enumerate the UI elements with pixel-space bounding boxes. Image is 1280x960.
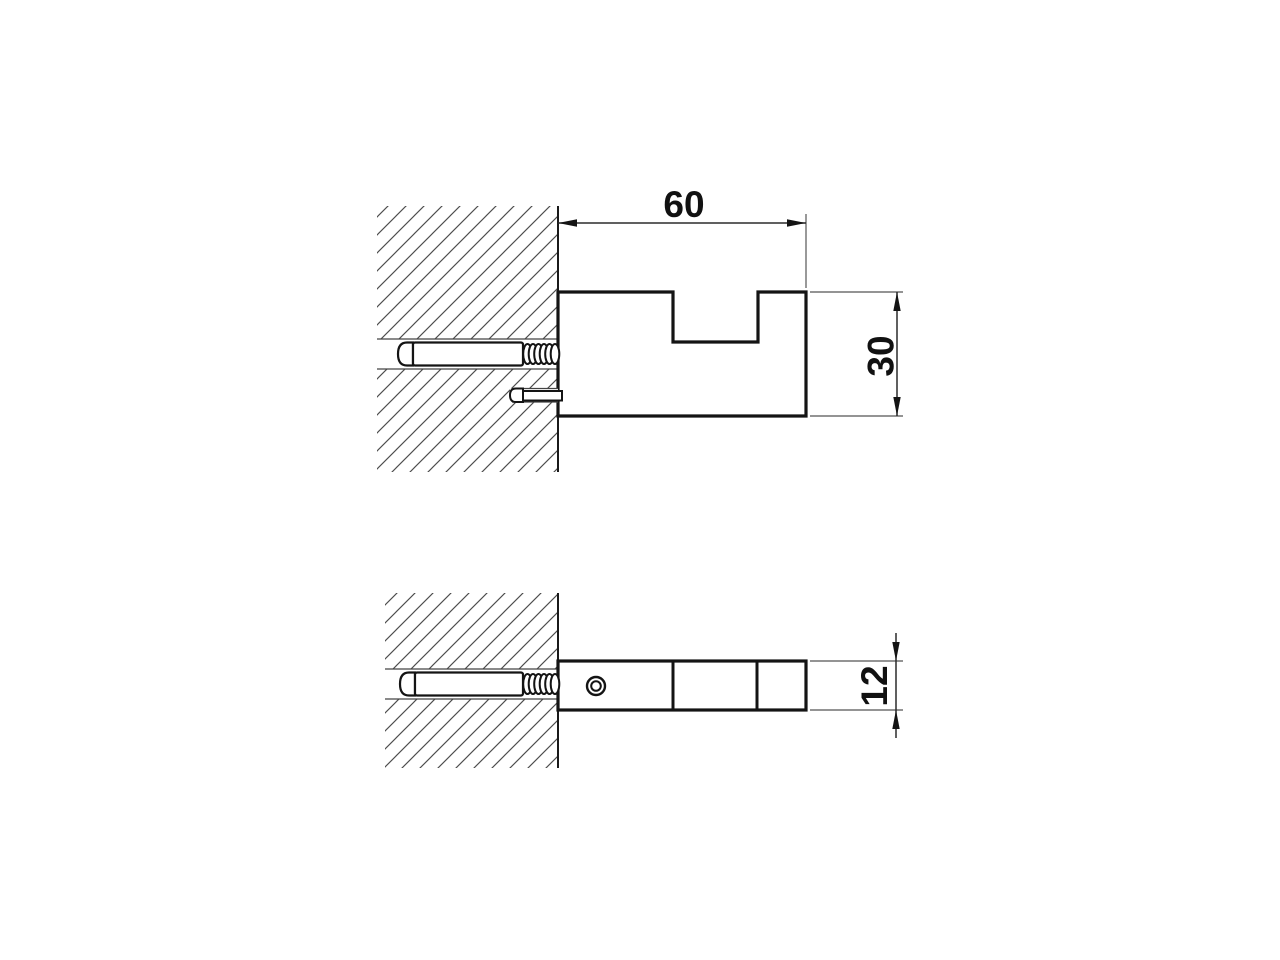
dimension-label-depth: 12: [854, 665, 895, 706]
wall-anchor: [396, 341, 561, 367]
side-section-view: 60 30: [377, 184, 903, 472]
hook-body-outline: [556, 290, 808, 418]
arrowhead-up: [892, 710, 900, 729]
pin-body: [522, 390, 563, 402]
anchor-body: [413, 671, 525, 697]
anchor-cap: [398, 671, 417, 697]
dimension-depth: 12: [810, 633, 903, 738]
arrowhead-right: [787, 219, 806, 227]
anchor-body: [411, 341, 525, 367]
arrowhead-down: [893, 397, 901, 416]
wall-anchor: [398, 671, 561, 697]
screw-thread: [522, 343, 561, 365]
dimension-label-height: 30: [861, 335, 902, 376]
hook-profile: [556, 659, 808, 712]
dimension-label-width: 60: [663, 184, 704, 225]
arrowhead-up: [893, 292, 901, 311]
dimension-width: 60: [558, 184, 807, 288]
bottom-section-view: 12: [385, 593, 903, 768]
arrowhead-down: [892, 642, 900, 661]
screw-thread: [522, 673, 561, 695]
set-screw-socket: [590, 680, 602, 692]
dimension-height: 30: [810, 291, 903, 417]
anchor-cap: [396, 341, 415, 367]
arrowhead-left: [558, 219, 577, 227]
mounting-pin: [508, 387, 563, 403]
pin-cap: [508, 387, 524, 403]
